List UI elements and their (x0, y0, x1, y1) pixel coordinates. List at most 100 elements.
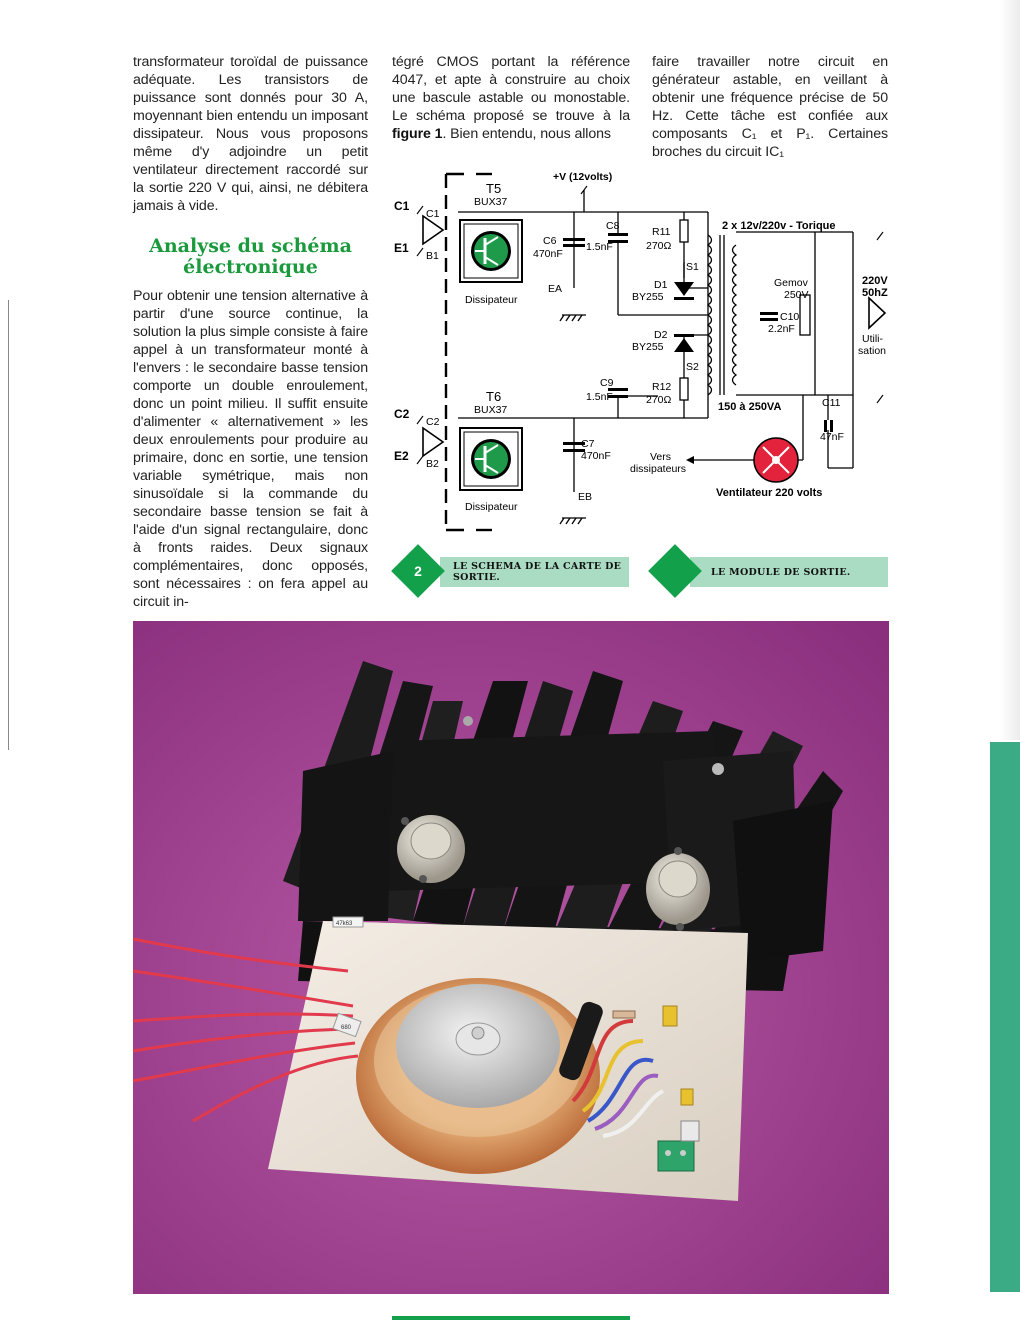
b2-pin-label: B2 (426, 458, 439, 470)
resistor-label-text: 680 (341, 1025, 352, 1031)
r12-value: 270Ω (646, 394, 672, 406)
article-column-1-bottom: Pour obtenir une tension alternative à p… (133, 287, 368, 611)
article-text: . Bien entendu, nous allons (442, 126, 611, 142)
transformer-label: 2 x 12v/220v - Torique (722, 220, 836, 232)
eb-label: EB (578, 491, 592, 503)
r11-label: R11 (652, 226, 671, 238)
article-text: tégré CMOS portant la référence 4047, et… (392, 54, 630, 124)
b1-pin-label: B1 (426, 250, 439, 262)
c6-value: 470nF (533, 248, 563, 260)
power-transistor-left (397, 815, 465, 883)
ground-symbols (559, 314, 586, 525)
dissipateurs-label: dissipateurs (630, 463, 686, 475)
d1-label: D1 (654, 279, 668, 291)
dashed-frame (444, 172, 492, 532)
article-column-3: faire travailler notre circuit en généra… (652, 53, 888, 161)
c1-pin-label: C1 (426, 208, 440, 220)
c2-terminal-label: C2 (394, 407, 410, 421)
c10-label: C10 (780, 311, 799, 323)
ea-label: EA (548, 283, 562, 295)
utilisation-label-1: Utili- (862, 333, 883, 345)
e1-terminal-label: E1 (394, 241, 409, 255)
section-heading-line-2: électronique (183, 256, 318, 278)
output-frequency-label: 50hZ (862, 287, 888, 299)
board-label-sticker (332, 916, 364, 928)
caption-line: SORTIE. (453, 572, 501, 583)
c1-terminal-label: C1 (394, 199, 410, 213)
t5-ref-label: BUX37 (474, 196, 507, 208)
terminal-marks (416, 185, 884, 465)
s2-label: S2 (686, 361, 699, 373)
dissipateur-bottom-label: Dissipateur (465, 501, 518, 513)
board-label-text: 47k63 (336, 921, 353, 927)
article-column-2: tégré CMOS portant la référence 4047, et… (392, 53, 630, 143)
article-paragraph: transformateur toroïdal de puissance adé… (133, 54, 368, 214)
caption-diamond (648, 544, 702, 598)
side-tab (990, 742, 1020, 1292)
power-rating-label: 150 à 250VA (718, 401, 781, 413)
article-paragraph: Pour obtenir une tension alternative à p… (133, 288, 368, 610)
supply-label: +V (12volts) (553, 171, 612, 183)
s1-label: S1 (686, 261, 699, 273)
section-heading-line-1: Analyse du schéma (149, 235, 352, 257)
toroidal-transformer (356, 978, 600, 1174)
r11-value: 270Ω (646, 240, 672, 252)
figure-caption-bar-2 (690, 557, 888, 587)
c8-value: 1.5nF (586, 241, 613, 253)
output-module-photo: 47k63 680 (133, 621, 889, 1294)
d2-ref: BY255 (632, 341, 664, 353)
t6-ref-label: BUX37 (474, 404, 507, 416)
figure-caption-1: LE SCHEMA DE LA CARTE DE SORTIE. (453, 561, 623, 583)
fan-symbol (686, 437, 799, 483)
figure-caption-bar-1 (440, 557, 629, 587)
small-components (612, 1005, 700, 1172)
resistor-symbols (679, 219, 811, 401)
r12-label: R12 (652, 381, 671, 393)
transistor-t6-heatsink (459, 427, 523, 491)
output-voltage-label: 220V (862, 275, 888, 287)
c9-label: C9 (600, 377, 614, 389)
resistor-label-sticker (332, 1012, 362, 1038)
figure-number: 2 (414, 563, 422, 579)
power-transistor-right (646, 847, 710, 931)
c11-value: 47nF (820, 431, 844, 443)
figure-caption-2: LE MODULE DE SORTIE. (711, 567, 851, 578)
d1-ref: BY255 (632, 291, 664, 303)
transformer (706, 234, 738, 396)
fan-label: Ventilateur 220 volts (716, 487, 822, 499)
page-edge-shadow (1000, 0, 1020, 740)
t5-label: T5 (486, 181, 501, 196)
capacitor-symbols (563, 233, 833, 452)
bottom-accent-bar (392, 1316, 630, 1320)
article-column-1-top: transformateur toroïdal de puissance adé… (133, 53, 368, 215)
c10-value: 2.2nF (768, 323, 795, 335)
c7-label: C7 (581, 438, 595, 450)
c9-value: 1.5nF (586, 391, 613, 403)
output-board-schematic: +V (12volts) T5 BUX37 T6 BUX37 C1 C1 E1 … (394, 171, 888, 532)
article-paragraph: faire travailler notre circuit en généra… (652, 54, 888, 160)
diode-symbols (674, 282, 694, 352)
t6-label: T6 (486, 389, 501, 404)
c7-value: 470nF (581, 450, 611, 462)
connector-triangles (422, 214, 887, 458)
gemov-label: Gemov (774, 277, 809, 289)
figure-reference: figure 1 (392, 126, 443, 142)
transformer-wires (571, 1019, 665, 1138)
margin-rule (8, 300, 9, 750)
c11-label: C11 (822, 397, 841, 409)
black-capacitor (559, 1001, 603, 1081)
vers-label: Vers (650, 451, 671, 463)
e2-terminal-label: E2 (394, 449, 409, 463)
c8-label: C8 (606, 220, 620, 232)
section-heading: Analyse du schéma électronique (133, 236, 368, 278)
transistor-t5-heatsink (459, 219, 523, 283)
gemov-value: 250V (784, 289, 809, 301)
c6-label: C6 (543, 235, 557, 247)
caption-line: LE SCHEMA DE LA CARTE DE (453, 561, 622, 572)
c2-pin-label: C2 (426, 416, 440, 428)
dissipateur-top-label: Dissipateur (465, 294, 518, 306)
d2-label: D2 (654, 329, 668, 341)
utilisation-label-2: sation (858, 345, 886, 357)
red-wires (133, 937, 359, 1123)
wiring (458, 190, 854, 492)
